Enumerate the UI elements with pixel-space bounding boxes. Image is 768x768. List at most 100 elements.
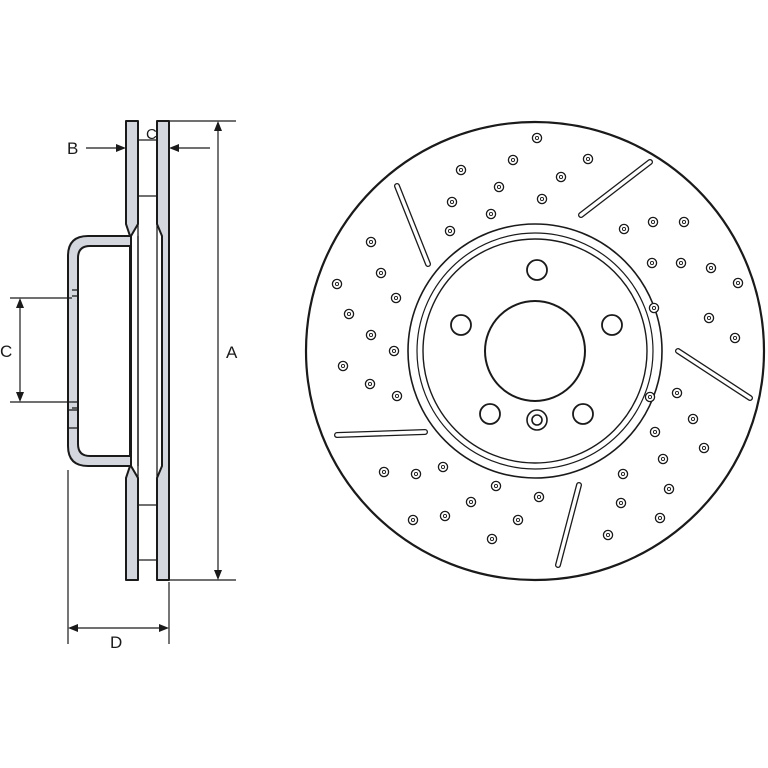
drill-hole-centre	[605, 532, 611, 538]
drill-holes	[331, 132, 744, 545]
drill-hole-centre	[732, 335, 738, 341]
drill-hole	[705, 262, 717, 274]
dimension-label-b: B	[67, 139, 78, 158]
drill-hole-centre	[701, 445, 707, 451]
drill-hole	[465, 496, 477, 508]
drill-hole	[657, 453, 669, 465]
drill-hole	[729, 332, 741, 344]
drill-hole	[493, 181, 505, 193]
dimension-label-b-small: C	[146, 126, 157, 143]
drill-hole-centre	[534, 135, 540, 141]
bolt-holes	[450, 259, 623, 425]
drill-hole	[507, 154, 519, 166]
drill-hole	[618, 223, 630, 235]
drill-hole-centre	[442, 513, 448, 519]
drill-hole-centre	[410, 517, 416, 523]
drill-hole-centre	[394, 393, 400, 399]
drill-hole	[365, 329, 377, 341]
drill-hole-centre	[440, 464, 446, 470]
drill-hole-centre	[381, 469, 387, 475]
drill-hole-centre	[618, 500, 624, 506]
drill-hole-centre	[621, 226, 627, 232]
drill-hole-centre	[708, 265, 714, 271]
drill-hole-centre	[468, 499, 474, 505]
drill-hole	[486, 533, 498, 545]
vent-details	[67, 121, 158, 580]
drill-hole	[654, 512, 666, 524]
drill-hole	[582, 153, 594, 165]
drill-hole-centre	[666, 486, 672, 492]
drill-hole-centre	[458, 167, 464, 173]
drill-hole-centre	[340, 363, 346, 369]
inner-plate	[156, 120, 170, 581]
drill-hole	[555, 171, 567, 183]
drill-hole	[644, 391, 656, 403]
drill-hole	[375, 267, 387, 279]
drill-hole	[378, 466, 390, 478]
drill-hole	[615, 497, 627, 509]
bolt-hole	[526, 259, 548, 281]
drill-hole-centre	[681, 219, 687, 225]
dimension-label-d: D	[110, 633, 122, 652]
dimension-lines	[10, 120, 236, 644]
drill-hole-centre	[650, 219, 656, 225]
drill-hole-centre	[413, 471, 419, 477]
drill-hole	[663, 483, 675, 495]
drill-hole	[365, 236, 377, 248]
drill-hole-centre	[536, 494, 542, 500]
drill-hole	[602, 529, 614, 541]
drill-hole	[617, 468, 629, 480]
drill-hole-centre	[449, 199, 455, 205]
dimension-label-a: A	[226, 343, 238, 362]
drill-hole	[337, 360, 349, 372]
drill-hole	[455, 164, 467, 176]
drill-hole	[437, 461, 449, 473]
drill-hole	[649, 426, 661, 438]
drill-hole-centre	[368, 332, 374, 338]
drill-hole-centre	[678, 260, 684, 266]
drill-hole	[410, 468, 422, 480]
drill-hole-centre	[488, 211, 494, 217]
outer-plate	[125, 120, 139, 581]
dimension-arrows	[16, 121, 222, 632]
drill-hole	[687, 413, 699, 425]
drill-hole-centre	[510, 157, 516, 163]
slot-inner	[335, 430, 427, 437]
friction-ring-inner-edge	[407, 223, 663, 479]
drill-hole-centre	[585, 156, 591, 162]
drill-hole-centre	[368, 239, 374, 245]
drill-hole-centre	[660, 456, 666, 462]
centre-bore	[484, 300, 586, 402]
slot-inner	[676, 349, 752, 400]
bolt-hole	[479, 403, 501, 425]
drill-hole	[331, 278, 343, 290]
hat-inner-edge	[422, 238, 648, 464]
drill-hole	[364, 378, 376, 390]
hat-outer-edge	[416, 232, 654, 470]
drill-hole-centre	[735, 280, 741, 286]
drill-hole-centre	[515, 517, 521, 523]
slot-inner	[395, 184, 430, 266]
hat-section	[67, 235, 132, 467]
drill-hole-centre	[652, 429, 658, 435]
drill-hole	[343, 308, 355, 320]
drill-hole-centre	[647, 394, 653, 400]
drill-hole-centre	[558, 174, 564, 180]
drill-hole	[446, 196, 458, 208]
drill-hole	[485, 208, 497, 220]
drill-hole-centre	[334, 281, 340, 287]
front-view	[304, 120, 766, 582]
drill-hole-centre	[690, 416, 696, 422]
drill-hole-centre	[346, 311, 352, 317]
slot-inner	[579, 160, 652, 217]
drill-hole	[732, 277, 744, 289]
dimension-label-c: C	[0, 342, 12, 361]
drill-hole-centre	[496, 184, 502, 190]
drill-hole-centre	[706, 315, 712, 321]
drill-hole-centre	[539, 196, 545, 202]
drill-hole	[512, 514, 524, 526]
drill-hole-centre	[378, 270, 384, 276]
locating-hole	[526, 409, 548, 431]
drill-hole-centre	[651, 305, 657, 311]
